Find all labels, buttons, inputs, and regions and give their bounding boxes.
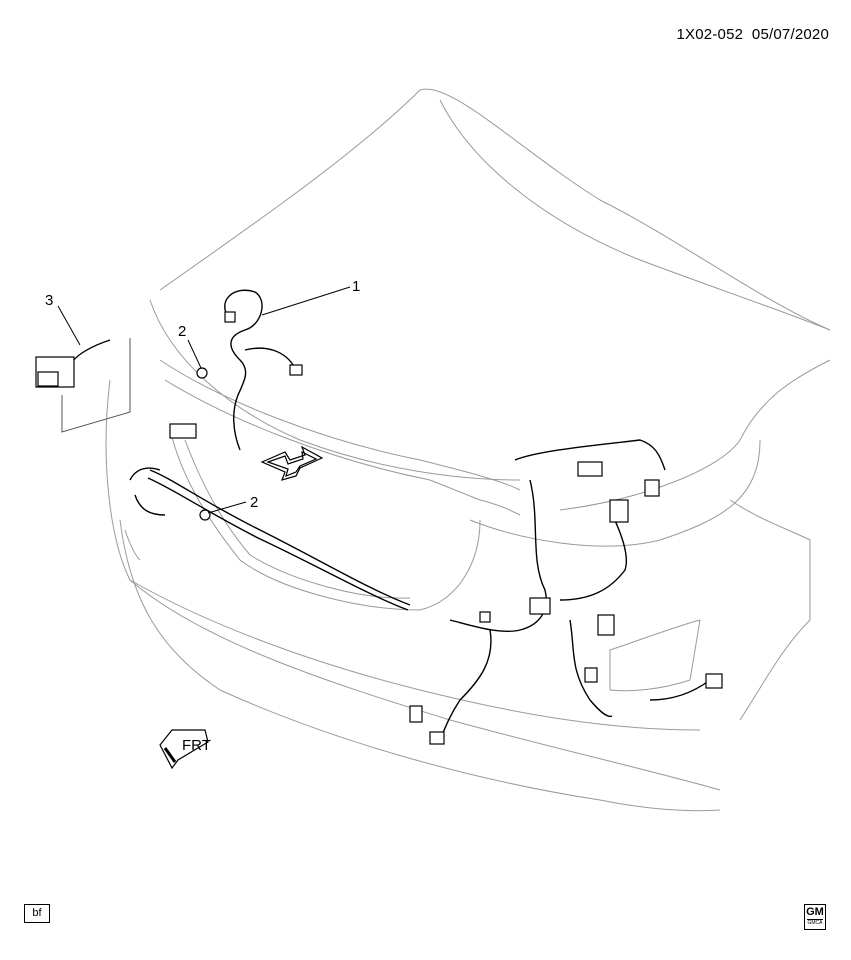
harness-upper-branch	[244, 347, 296, 369]
connector-low-right	[584, 667, 598, 683]
bumper-lip	[129, 579, 701, 731]
fastener-lower	[199, 509, 211, 521]
gm-logo-icon: GM GMCA	[804, 904, 826, 930]
harness-lower-branch	[569, 619, 613, 718]
drawing-date: 05/07/2020	[751, 26, 829, 43]
connector-low-left-b	[429, 731, 445, 745]
connector-small	[479, 611, 491, 623]
front-direction-arrow: FRT	[159, 729, 211, 770]
connector-mid	[529, 597, 551, 615]
gm-logo-text: GM	[806, 906, 824, 918]
drawing-number: 1X02-052	[676, 26, 744, 43]
callout-1: 1	[352, 278, 360, 295]
hood-crease	[439, 99, 831, 331]
bumper-lower	[119, 519, 721, 812]
connector-right-b	[609, 499, 629, 523]
gm-logo-subtext: GMCA	[807, 919, 823, 926]
detail-part-3	[35, 338, 131, 433]
leader-1	[261, 286, 351, 316]
chevrolet-bowtie-icon	[260, 445, 324, 481]
fastener-upper	[196, 367, 208, 379]
fog-lamp-recess	[609, 619, 701, 692]
connector-right-a	[644, 479, 660, 497]
drawing-code: 1X02-052 05/07/2020	[677, 26, 829, 43]
hood-outline	[159, 88, 831, 331]
cowl-line	[469, 439, 761, 547]
right-fender-lower	[729, 499, 811, 721]
lower-grille-inner	[184, 439, 411, 599]
connector-mid-b	[597, 614, 615, 636]
connectors	[169, 311, 723, 745]
leader-2b	[207, 501, 247, 514]
harness-upper-front	[149, 469, 411, 606]
right-fender	[559, 359, 831, 511]
harness-low-left	[439, 629, 492, 741]
callout-3: 3	[45, 292, 53, 309]
detail-bracket-line	[61, 338, 131, 433]
callout-2-lower: 2	[250, 494, 258, 511]
frt-label: FRT	[182, 737, 211, 754]
detail-connector-face	[37, 371, 59, 387]
upper-grille-lower	[164, 379, 521, 516]
hood-edge	[149, 299, 521, 481]
harness-upper-loop	[224, 289, 263, 451]
harness-fog-lead	[649, 679, 711, 701]
leader-3	[57, 305, 81, 346]
callout-2-upper: 2	[178, 323, 186, 340]
upper-grille	[159, 359, 521, 491]
connector-top-left	[224, 311, 236, 323]
connector-fog	[705, 673, 723, 689]
connector-center	[577, 461, 603, 477]
connector-low-left	[409, 705, 423, 723]
connector-top-right	[289, 364, 303, 376]
harness-right-main	[514, 439, 666, 471]
front-bumper	[105, 379, 721, 791]
fasteners	[196, 367, 211, 521]
vehicle-body-outline	[105, 88, 831, 812]
leader-2a	[187, 339, 202, 369]
lower-grille	[169, 429, 481, 611]
harness-left-branch	[129, 467, 166, 516]
harness-right-branch	[559, 509, 627, 601]
leader-lines	[57, 286, 351, 514]
harness-upper-front-b	[147, 477, 409, 611]
left-fog-recess	[124, 529, 141, 561]
connector-left-bracket	[169, 423, 197, 439]
bf-label-box: bf	[24, 904, 50, 923]
detail-cable	[71, 339, 111, 363]
